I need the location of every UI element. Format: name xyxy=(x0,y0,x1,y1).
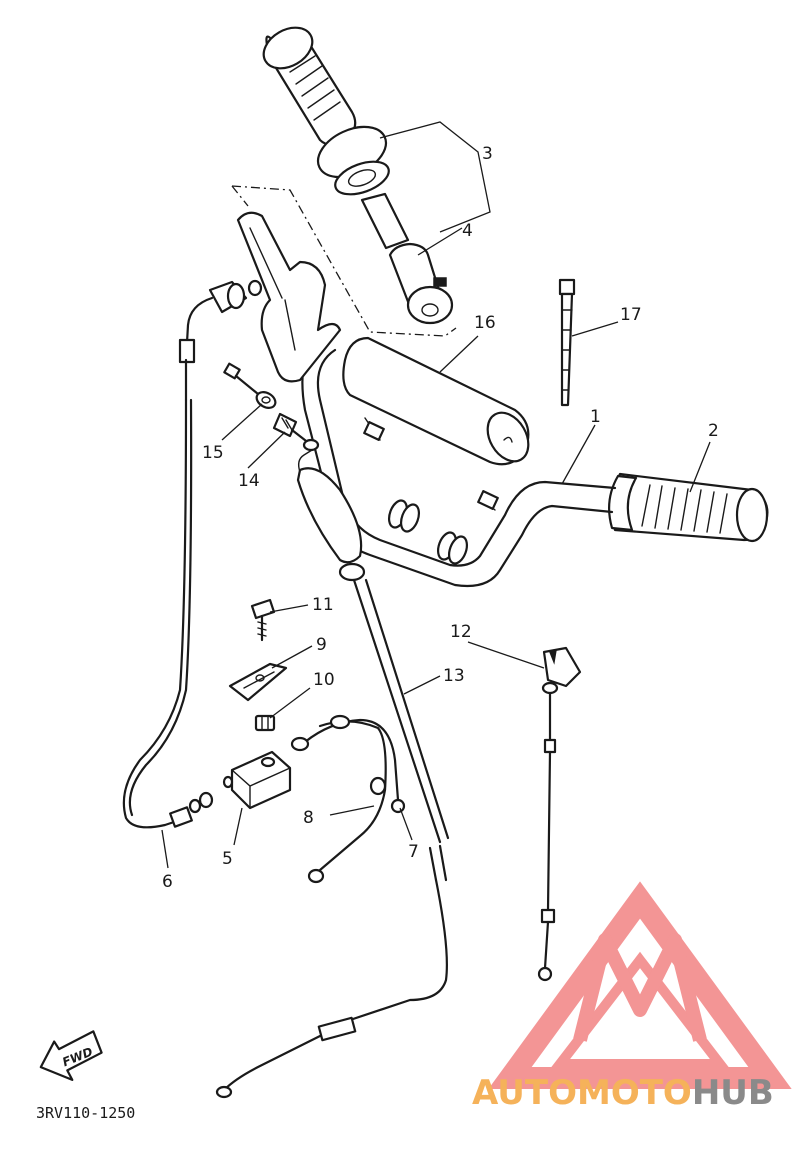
logo-triangle-outer xyxy=(488,881,792,1089)
callout-11: 11 xyxy=(312,595,334,615)
callout-1: 1 xyxy=(590,407,601,427)
part-clip-10 xyxy=(254,714,276,732)
callout-6: 6 xyxy=(162,872,173,892)
callout-15: 15 xyxy=(202,443,224,463)
brand-part-auto: AUTO xyxy=(472,1073,577,1113)
leader-lines xyxy=(161,121,711,869)
callout-13: 13 xyxy=(443,666,465,686)
brand-part-moto: MOTO xyxy=(577,1073,692,1113)
callout-17: 17 xyxy=(620,305,642,325)
part-handlebar xyxy=(301,328,617,588)
callout-10: 10 xyxy=(313,670,335,690)
callout-8: 8 xyxy=(303,808,314,828)
callout-4: 4 xyxy=(462,221,473,241)
part-throttle-housing xyxy=(208,211,342,383)
forward-direction-badge: FWD xyxy=(39,1030,103,1081)
part-throttle-cable xyxy=(122,296,214,829)
logo-triangle-inner xyxy=(549,951,731,1069)
part-switch-5 xyxy=(222,750,292,810)
callout-7: 7 xyxy=(408,842,419,862)
throttle-housing-dashed-outline xyxy=(231,185,457,337)
part-wiring-8 xyxy=(307,714,387,884)
part-screw-11 xyxy=(250,598,276,642)
part-throttle-grip xyxy=(262,26,390,196)
part-cable-13 xyxy=(215,449,450,1099)
callout-3: 3 xyxy=(482,144,493,164)
part-handlebar-pad xyxy=(342,336,530,511)
callout-2: 2 xyxy=(708,421,719,441)
drawing-code: 3RV110-1250 xyxy=(36,1104,135,1122)
part-bracket-9 xyxy=(228,662,288,702)
part-right-grip xyxy=(607,472,769,543)
watermark-brand-text: AUTOMOTOHUB xyxy=(472,1073,774,1113)
part-lever-12 xyxy=(537,646,582,982)
brand-part-hub: HUB xyxy=(692,1073,774,1113)
callout-14: 14 xyxy=(238,471,260,491)
part-cable-tie-17 xyxy=(558,278,576,407)
part-throttle-tube xyxy=(360,192,454,325)
callout-9: 9 xyxy=(316,635,327,655)
callout-12: 12 xyxy=(450,622,472,642)
part-adjuster-15 xyxy=(223,362,277,409)
logo-m-stroke xyxy=(573,933,707,1042)
callout-16: 16 xyxy=(474,313,496,333)
callout-labels: 1 2 3 4 5 6 7 8 9 10 11 12 13 14 15 16 1… xyxy=(162,144,719,892)
part-wiring-7 xyxy=(290,718,406,814)
callout-5: 5 xyxy=(222,849,233,869)
watermark-logo xyxy=(488,881,792,1089)
